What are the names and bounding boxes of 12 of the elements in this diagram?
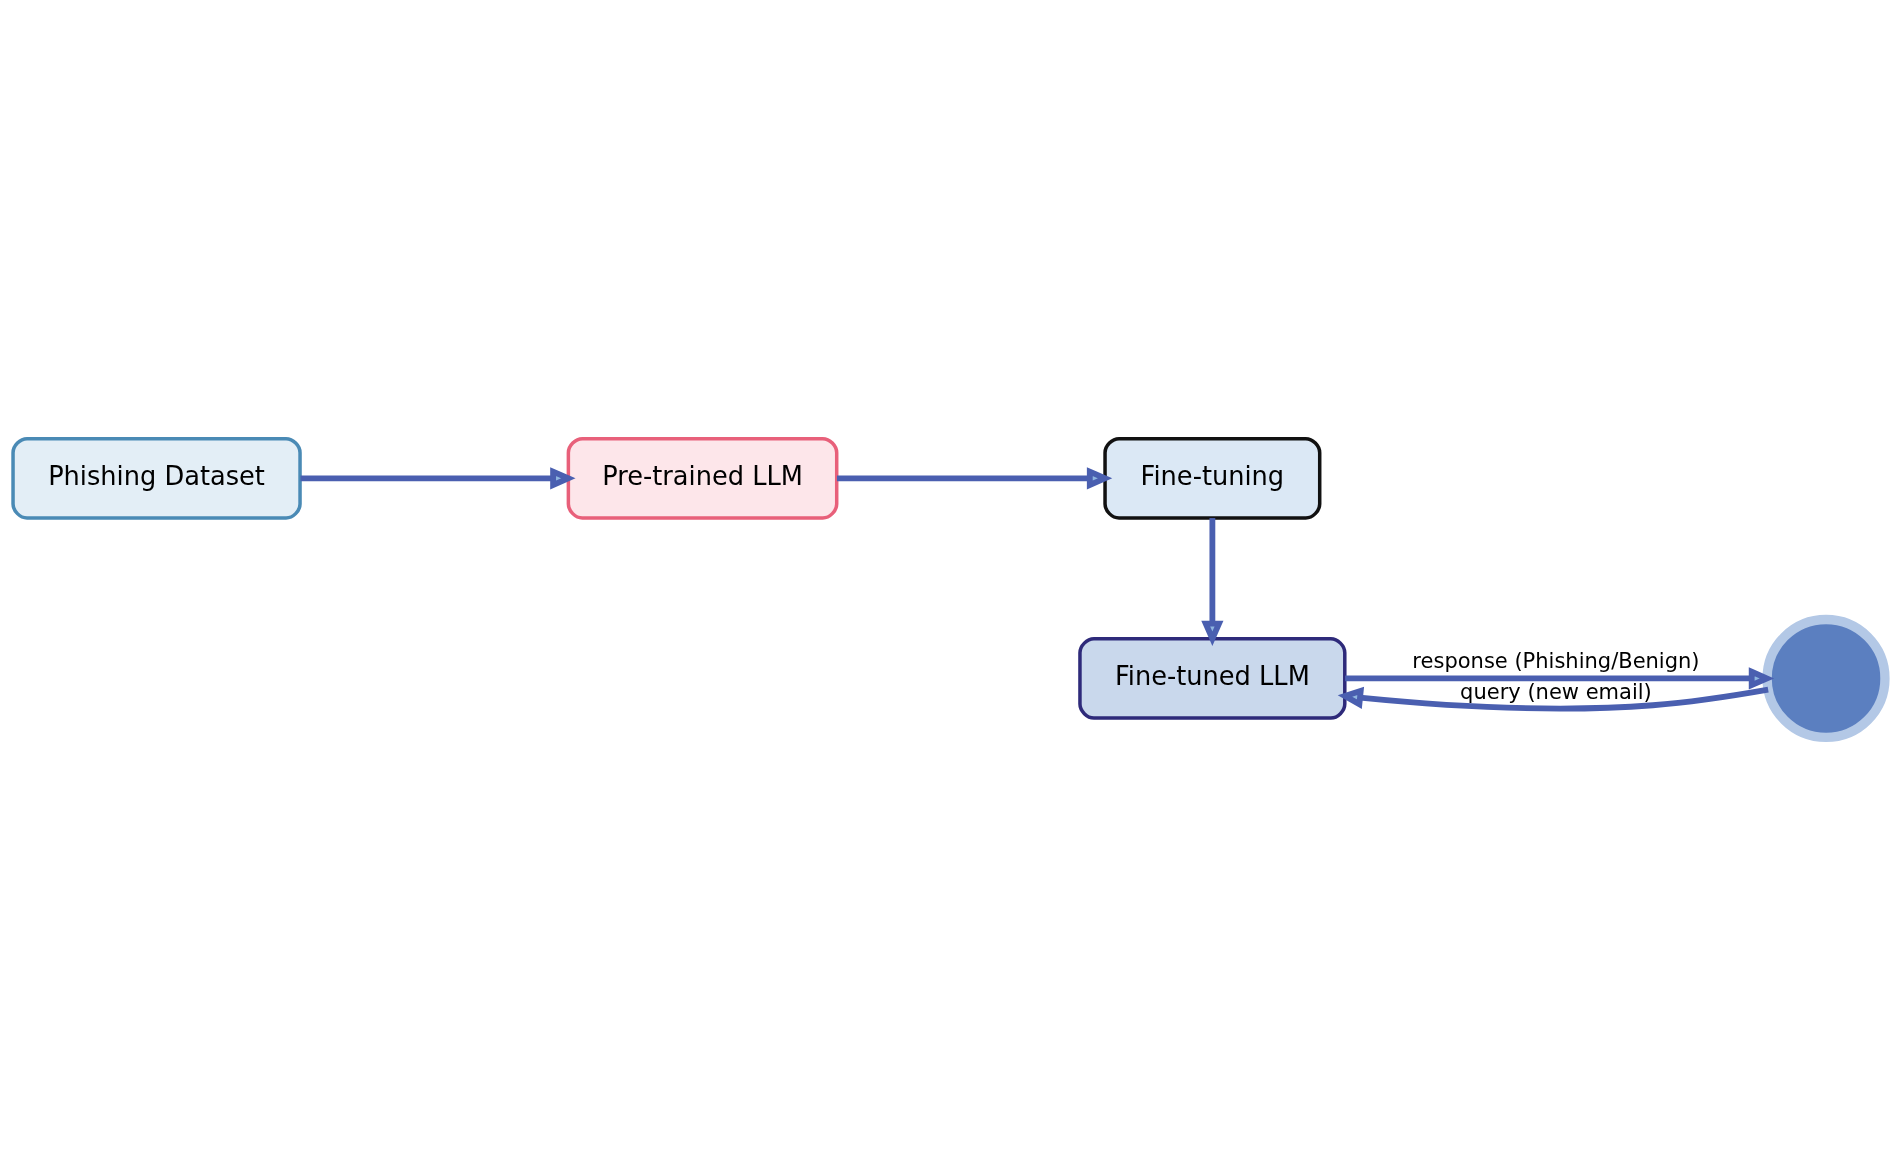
edge-label: response (Phishing/Benign) xyxy=(1412,649,1700,674)
arrow xyxy=(1337,686,1769,712)
node-box: Fine-tuning xyxy=(1103,436,1322,520)
node-box: Phishing Dataset xyxy=(11,436,302,520)
node-box: Pre-trained LLM xyxy=(566,436,839,520)
node-box: Fine-tuned LLM xyxy=(1078,637,1347,720)
edge-label: query (new email) xyxy=(1460,679,1652,704)
arrow xyxy=(1345,667,1775,690)
node-person xyxy=(1762,614,1890,742)
arrow xyxy=(300,467,576,490)
arrow xyxy=(1201,518,1224,647)
arrow xyxy=(836,467,1113,490)
